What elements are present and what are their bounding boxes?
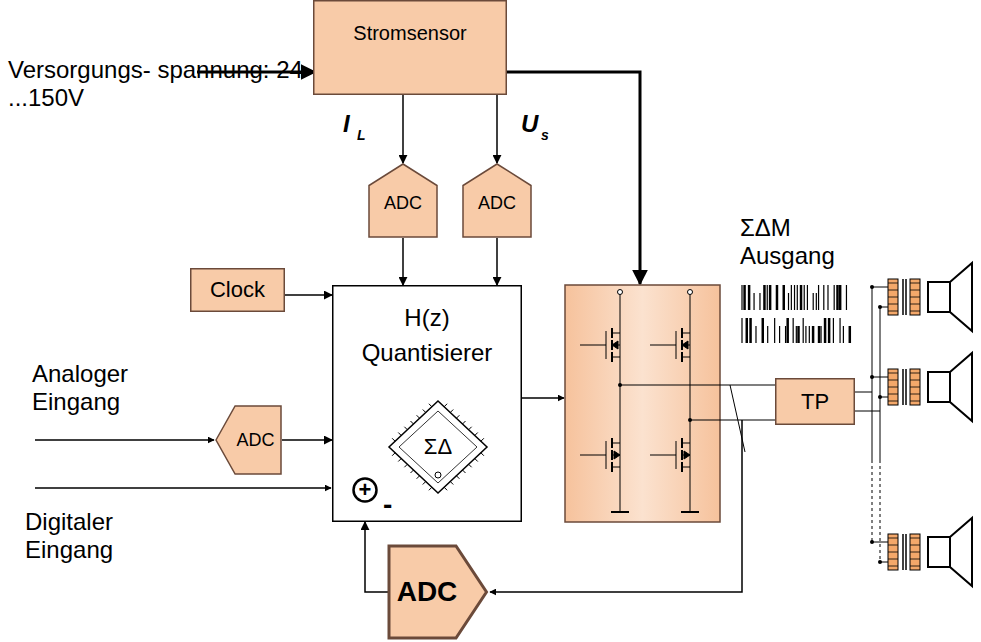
process-box: TP: [775, 378, 855, 425]
annotation: Digitaler Eingang: [25, 508, 195, 563]
process-box: Clock: [190, 268, 285, 312]
mosfet-symbol: [650, 315, 690, 375]
summing-junction: +: [352, 477, 378, 503]
signal-arrow: [365, 522, 388, 592]
leg-wire: [690, 375, 691, 425]
node-label: +: [359, 477, 372, 502]
speaker-wire: [880, 460, 881, 562]
annotation: Versorgungs- spannung: 24 ...150V: [8, 56, 308, 111]
supply-wire: [425, 72, 640, 284]
ground-symbol: [611, 511, 629, 513]
signal-name: L: [357, 127, 366, 143]
rail-terminal: [618, 290, 623, 295]
signal-arrow: [496, 238, 498, 285]
node-label: TP: [801, 389, 829, 414]
process-box: Stromsensor: [313, 0, 507, 95]
analog-input-wire: [35, 439, 214, 441]
speaker-wire: [872, 460, 873, 542]
chip-symbol: ΣΔ: [385, 397, 491, 497]
speaker-wire: [872, 287, 873, 460]
converter-block: ADC: [388, 545, 488, 639]
pwm-wire: [522, 397, 564, 399]
mosfet-symbol: [580, 315, 620, 375]
rail-wire: [690, 293, 691, 315]
speaker-wire: [855, 392, 872, 393]
junction-dot: [688, 418, 692, 422]
speaker-symbol: [870, 353, 972, 421]
node-label: ADC: [368, 193, 438, 214]
mosfet-symbol: [580, 425, 620, 485]
output-wire: [620, 384, 775, 385]
speaker-wire: [880, 307, 881, 460]
leg-wire: [620, 375, 621, 425]
annotation: ΣΔM Ausgang: [740, 214, 870, 269]
ground-wire: [620, 485, 621, 512]
speaker-wire: [855, 411, 880, 412]
signal-arrow: [496, 95, 498, 163]
power-bridge: [565, 285, 720, 522]
rail-wire: [620, 293, 621, 315]
node-label: H(z) Quantisierer: [342, 301, 512, 371]
feedback-wire: [490, 420, 742, 592]
annotation: Analoger Eingang: [32, 360, 202, 415]
node-label: ΣΔ: [424, 434, 452, 459]
node-label: ADC: [397, 576, 458, 608]
speaker-symbol: [870, 518, 972, 586]
junction-dot: [618, 383, 622, 387]
symbols: [580, 263, 972, 586]
process-box: ΣΔ + H(z) Quantisierer: [332, 285, 522, 522]
ground-wire: [690, 485, 691, 512]
mosfet-symbol: [650, 425, 690, 485]
node-label: Clock: [210, 277, 265, 302]
signal-arrow: [402, 95, 404, 163]
signal-arrow: [282, 439, 332, 441]
digital-input-wire: [35, 487, 331, 489]
signal-name: I: [343, 110, 350, 138]
sign-mark: -: [383, 489, 392, 521]
signal-arrow: [402, 238, 404, 285]
node-label: ADC: [236, 430, 274, 451]
converter-block: ADC: [462, 163, 532, 238]
converter-block: ADC: [368, 163, 438, 238]
node-label: ADC: [462, 193, 532, 214]
ground-symbol: [681, 511, 699, 513]
speaker-symbol: [870, 263, 972, 331]
converter-block: ADC: [215, 405, 282, 475]
signal-name: U: [521, 110, 538, 138]
signal-name: s: [541, 127, 549, 143]
node-outline: [313, 0, 507, 95]
bitstream: [742, 285, 850, 343]
wiring: [35, 64, 880, 592]
node-label: Stromsensor: [313, 22, 507, 45]
rail-terminal: [688, 290, 693, 295]
signal-arrow: [285, 294, 332, 296]
output-wire: [690, 419, 775, 420]
